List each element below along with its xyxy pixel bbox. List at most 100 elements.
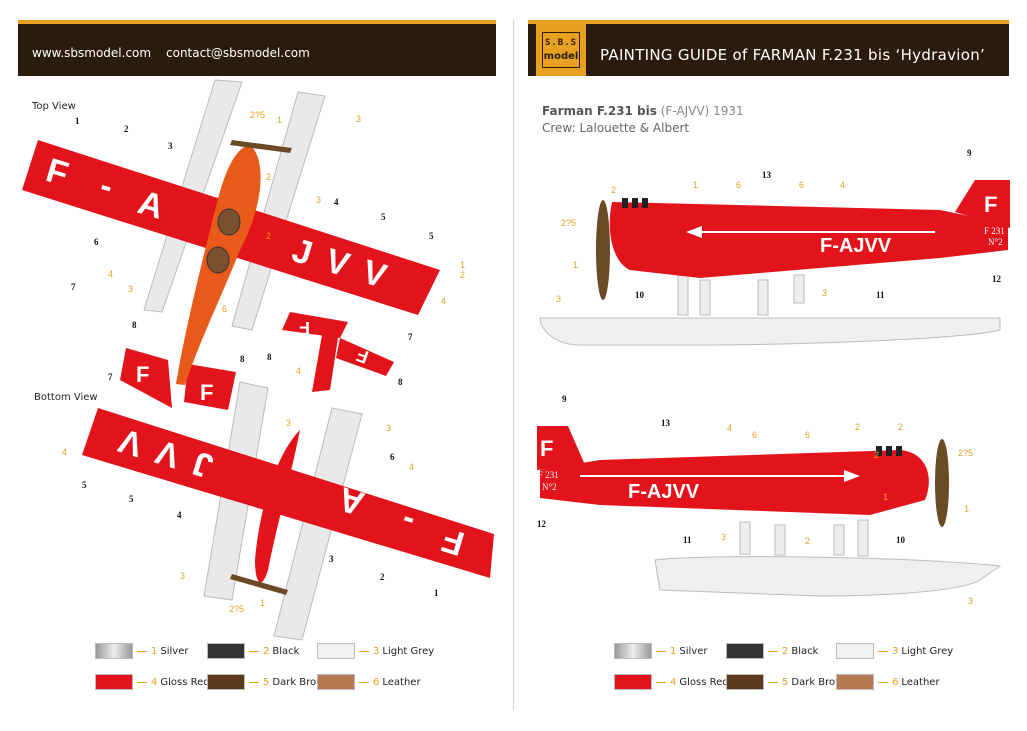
page-divider xyxy=(513,20,514,710)
side1-fuselage xyxy=(609,202,1008,278)
logo-bottom-text: model xyxy=(543,51,579,62)
side2-float xyxy=(654,556,1002,597)
callout-side1-1: 1 xyxy=(693,180,698,190)
aircraft-year: 1931 xyxy=(713,104,744,118)
top-tailplane-right xyxy=(184,364,236,410)
right-legend-dash-2 xyxy=(768,650,778,652)
callout-top-2: 2 xyxy=(124,124,129,134)
side1-arrow-head xyxy=(686,226,702,238)
left-legend-num-6: 6 xyxy=(373,676,380,688)
left-legend-dash-3 xyxy=(359,650,369,652)
callout-side2-4: 4 xyxy=(727,423,732,433)
left-legend-dash-6 xyxy=(359,681,369,683)
left-legend-num-2: 2 xyxy=(263,645,270,657)
callout-bottom-wing-4b: 4 xyxy=(409,462,414,472)
callout-top-8b: 8 xyxy=(240,354,245,364)
side1-exhaust-1 xyxy=(622,198,628,208)
left-legend-swatch-5 xyxy=(207,674,245,690)
website-link[interactable]: www.sbsmodel.com xyxy=(32,46,152,60)
bottom-propeller xyxy=(230,574,288,595)
callout-bottom-3: 3 xyxy=(329,554,334,564)
side1-strut-4 xyxy=(793,274,805,304)
side1-strut-2 xyxy=(699,279,711,316)
callout-side2-1: 1 xyxy=(883,492,888,502)
left-legend-label-2: Black xyxy=(272,645,300,657)
callout-side1-3: 3 xyxy=(822,288,827,298)
side-profile-lower: F-AJVV F F 231 N°2 xyxy=(537,426,1002,597)
top-view-label: Top View xyxy=(32,101,76,112)
left-legend-dash-1 xyxy=(137,650,147,652)
side2-fuselage xyxy=(540,450,929,515)
side2-strut-1 xyxy=(739,521,751,555)
callout-top-wing-4b: 4 xyxy=(441,296,446,306)
side-profile-upper: F-AJVV F F 231 N°2 xyxy=(539,180,1010,346)
side1-fin xyxy=(955,180,1010,228)
side2-arrow-head xyxy=(844,470,860,482)
left-legend-swatch-1 xyxy=(95,643,133,659)
left-legend-num-1: 1 xyxy=(151,645,158,657)
sbs-logo: S.B.S model xyxy=(536,20,586,76)
right-legend-dash-4 xyxy=(656,681,666,683)
callout-side1-float-3: 3 xyxy=(556,294,561,304)
callout-side2-2d: 2 xyxy=(805,536,810,546)
callout-side2-2a: 2 xyxy=(855,422,860,432)
bottom-view-drawing: JVV A - F xyxy=(82,381,494,641)
callout-side2-25: 2?5 xyxy=(958,448,973,458)
callouts-orange: 2?5 1 3 2 2 3 4 3 6 4 1 2 4 4 3 3 4 3 2?… xyxy=(62,110,973,614)
callout-top-5b: 5 xyxy=(429,231,434,241)
callout-top-float-3: 3 xyxy=(356,114,361,124)
left-legend-swatch-2 xyxy=(207,643,245,659)
callout-bottom-25: 2?5 xyxy=(229,604,244,614)
side1-fin-sub2: N°2 xyxy=(988,237,1003,247)
side2-strut-4 xyxy=(857,519,869,557)
left-legend-label-3: Light Grey xyxy=(382,645,435,657)
left-legend-num-5: 5 xyxy=(263,676,270,688)
callout-side2-prop-1: 1 xyxy=(964,504,969,514)
side2-propeller xyxy=(935,439,949,527)
side1-propeller xyxy=(596,200,610,300)
callout-side2-6a: 6 xyxy=(752,430,757,440)
right-legend-label-3: Light Grey xyxy=(901,645,954,657)
side1-float xyxy=(539,317,1001,346)
callout-tail-8a: 8 xyxy=(267,352,272,362)
callout-top-6: 6 xyxy=(94,237,99,247)
callout-side2-12: 12 xyxy=(537,519,547,529)
callout-side2-float-3: 3 xyxy=(968,596,973,606)
right-legend-num-1: 1 xyxy=(670,645,677,657)
callout-bottom-6: 6 xyxy=(390,452,395,462)
callout-side2-9: 9 xyxy=(562,394,567,404)
left-legend-num-3: 3 xyxy=(373,645,380,657)
email-link[interactable]: contact@sbsmodel.com xyxy=(166,46,310,60)
bottom-main-wing xyxy=(82,408,494,578)
callout-top-tip-1: 1 xyxy=(460,260,465,270)
header-left: www.sbsmodel.com contact@sbsmodel.com xyxy=(18,20,496,76)
callout-side2-11: 11 xyxy=(683,535,692,545)
side2-strut-3 xyxy=(833,524,845,556)
right-legend-num-6: 6 xyxy=(892,676,899,688)
bottom-fuselage xyxy=(255,430,300,583)
tail-fin-drawing: F F xyxy=(282,312,394,392)
side1-fin-sub1: F 231 xyxy=(984,226,1005,236)
callout-side2-6b: 6 xyxy=(805,430,810,440)
side2-fin xyxy=(537,426,585,470)
right-legend-label-1: Silver xyxy=(679,645,708,657)
callout-side1-prop-1: 1 xyxy=(573,260,578,270)
bottom-view-label: Bottom View xyxy=(34,392,98,403)
callout-top-7a: 7 xyxy=(71,282,76,292)
callout-side1-12: 12 xyxy=(992,274,1002,284)
left-legend-dash-4 xyxy=(137,681,147,683)
right-legend-swatch-3 xyxy=(836,643,874,659)
side2-exhaust-1 xyxy=(876,446,882,456)
callout-bottom-4: 4 xyxy=(177,510,182,520)
side2-exhaust-2 xyxy=(886,446,892,456)
left-legend-label-4: Gloss Red xyxy=(160,676,210,688)
left-legend-swatch-4 xyxy=(95,674,133,690)
top-tail-f-left: F xyxy=(136,362,149,387)
callout-top-3: 3 xyxy=(168,141,173,151)
callout-bottom-wing-4: 4 xyxy=(62,447,67,457)
right-legend-num-5: 5 xyxy=(782,676,789,688)
right-legend-dash-1 xyxy=(656,650,666,652)
